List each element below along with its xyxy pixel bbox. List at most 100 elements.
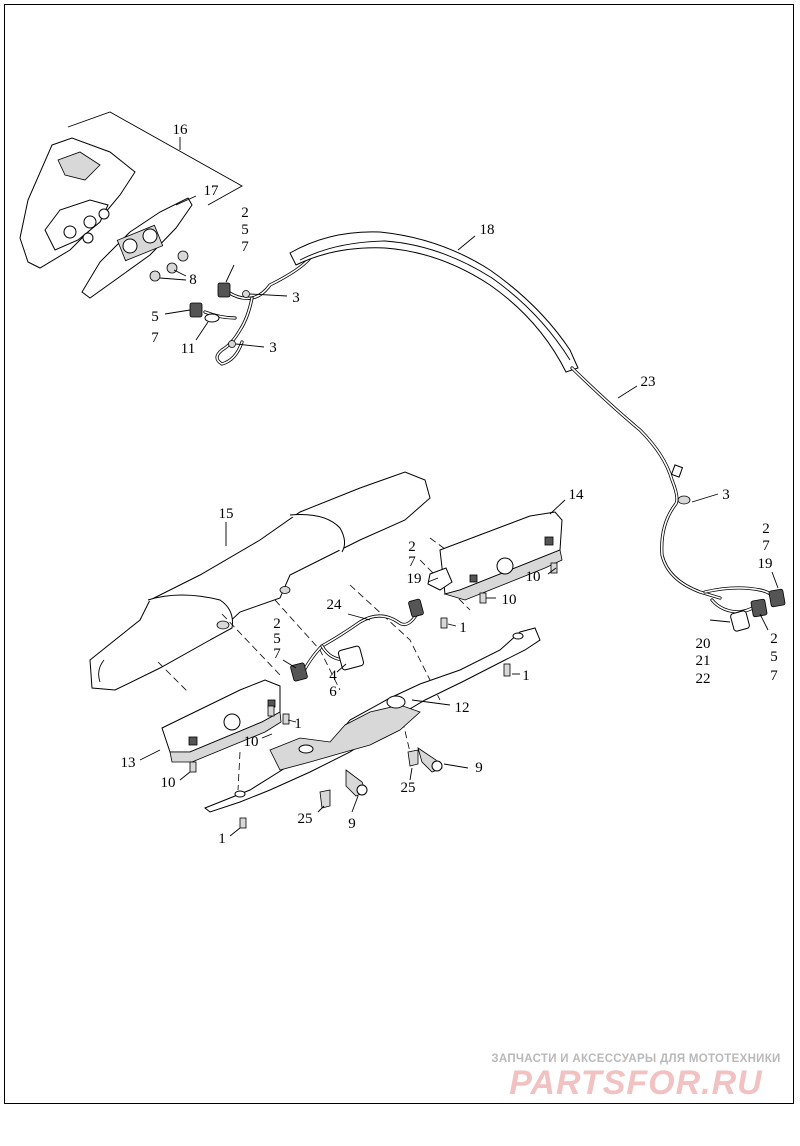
callout-7: 7 — [273, 646, 281, 662]
jumper-harness — [290, 598, 424, 682]
fender-trim — [89, 471, 431, 691]
leader-3a — [249, 293, 288, 297]
leader-3c — [691, 493, 719, 503]
leader-16 — [67, 111, 243, 206]
leader-3b — [235, 343, 265, 348]
callout-2: 2 — [408, 539, 416, 555]
callout-1: 1 — [218, 831, 226, 847]
callout-7: 7 — [762, 538, 770, 554]
leader-20 — [709, 619, 731, 623]
conduit-sleeve — [289, 231, 579, 373]
leader-12 — [411, 699, 451, 706]
callout-7: 7 — [241, 239, 249, 255]
callout-1: 1 — [294, 716, 302, 732]
leader-257d — [282, 659, 297, 669]
watermark-logo: PARTSFOR.RU — [509, 1064, 763, 1102]
callout-2: 2 — [770, 631, 778, 647]
leader-1c — [287, 719, 297, 723]
callout-1: 1 — [459, 620, 467, 636]
leader-25b — [317, 805, 325, 813]
callout-1: 1 — [522, 668, 530, 684]
leader-9b — [351, 795, 359, 813]
leader-46 — [336, 663, 347, 673]
callout-17: 17 — [204, 183, 220, 199]
callout-21: 21 — [696, 653, 711, 669]
leader-19b — [771, 571, 779, 589]
callout-22: 22 — [696, 671, 711, 687]
callout-9: 9 — [348, 816, 356, 832]
leader-257a — [225, 264, 235, 283]
callout-23: 23 — [641, 374, 656, 390]
callout-5: 5 — [770, 649, 778, 665]
leader-257c — [427, 577, 439, 583]
leader-11 — [195, 321, 209, 341]
right-lamp — [427, 511, 563, 601]
callout-6: 6 — [329, 684, 337, 700]
screws-10-upper — [440, 562, 558, 629]
leader-257e — [759, 613, 769, 631]
callout-10: 10 — [526, 569, 541, 585]
callout-16: 16 — [173, 122, 189, 138]
callout-10: 10 — [244, 734, 259, 750]
watermark: ЗАПЧАСТИ И АКСЕССУАРЫ ДЛЯ МОТОТЕХНИКИ PA… — [486, 1053, 786, 1101]
diagram-frame — [4, 4, 794, 1104]
tail-light-housing — [19, 137, 136, 269]
screws-8 — [149, 250, 189, 282]
leader-18 — [457, 235, 476, 251]
leader-10a — [547, 567, 557, 575]
callout-15: 15 — [219, 506, 234, 522]
callout-3: 3 — [292, 290, 300, 306]
callout-5: 5 — [241, 222, 249, 238]
left-lamp — [161, 679, 282, 763]
callout-8: 8 — [189, 272, 197, 288]
callout-20: 20 — [696, 636, 711, 652]
watermark-tagline: ЗАПЧАСТИ И АКСЕССУАРЫ ДЛЯ МОТОТЕХНИКИ — [491, 1053, 781, 1065]
callout-5: 5 — [273, 631, 281, 647]
callout-2: 2 — [241, 205, 249, 221]
leader-17 — [175, 195, 197, 206]
bolts-9-25 — [319, 747, 443, 809]
callout-25: 25 — [298, 811, 313, 827]
callout-7: 7 — [770, 668, 778, 684]
leader-24 — [347, 613, 371, 621]
leader-8 — [159, 269, 187, 281]
leader-14 — [549, 499, 566, 515]
callout-25: 25 — [401, 780, 416, 796]
callout-2: 2 — [762, 521, 770, 537]
callout-2: 2 — [273, 616, 281, 632]
leader-10c — [261, 733, 273, 739]
callout-4: 4 — [329, 668, 337, 684]
leader-10d — [179, 771, 191, 781]
callout-13: 13 — [121, 755, 136, 771]
callout-19: 19 — [758, 556, 773, 572]
mounting-bracket — [204, 627, 541, 813]
main-harness — [570, 366, 722, 600]
right-connectors — [703, 586, 786, 632]
callout-10: 10 — [161, 775, 176, 791]
callout-19: 19 — [407, 571, 422, 587]
callout-9: 9 — [475, 760, 483, 776]
callout-7: 7 — [151, 330, 159, 346]
callout-5: 5 — [151, 309, 159, 325]
leader-1d — [229, 827, 241, 837]
callout-24: 24 — [327, 597, 343, 613]
callout-3: 3 — [722, 487, 730, 503]
screws-10-lower — [189, 705, 290, 829]
mounting-plate — [81, 197, 193, 299]
leader-13 — [139, 749, 161, 761]
leader-23 — [617, 385, 638, 399]
leader-57b — [164, 309, 191, 315]
leader-25a — [409, 767, 413, 781]
callout-18: 18 — [480, 222, 495, 238]
callout-7: 7 — [408, 554, 416, 570]
callout-11: 11 — [181, 341, 195, 357]
callout-3: 3 — [269, 340, 277, 356]
screw-1b — [503, 663, 511, 677]
leader-9a — [443, 763, 469, 769]
callout-labels: 16 17 18 2 5 7 3 8 5 7 11 3 23 3 14 15 2… — [121, 122, 779, 847]
callout-12: 12 — [455, 700, 470, 716]
leader-1a — [447, 623, 457, 627]
callout-14: 14 — [569, 487, 585, 503]
callout-10: 10 — [502, 592, 517, 608]
